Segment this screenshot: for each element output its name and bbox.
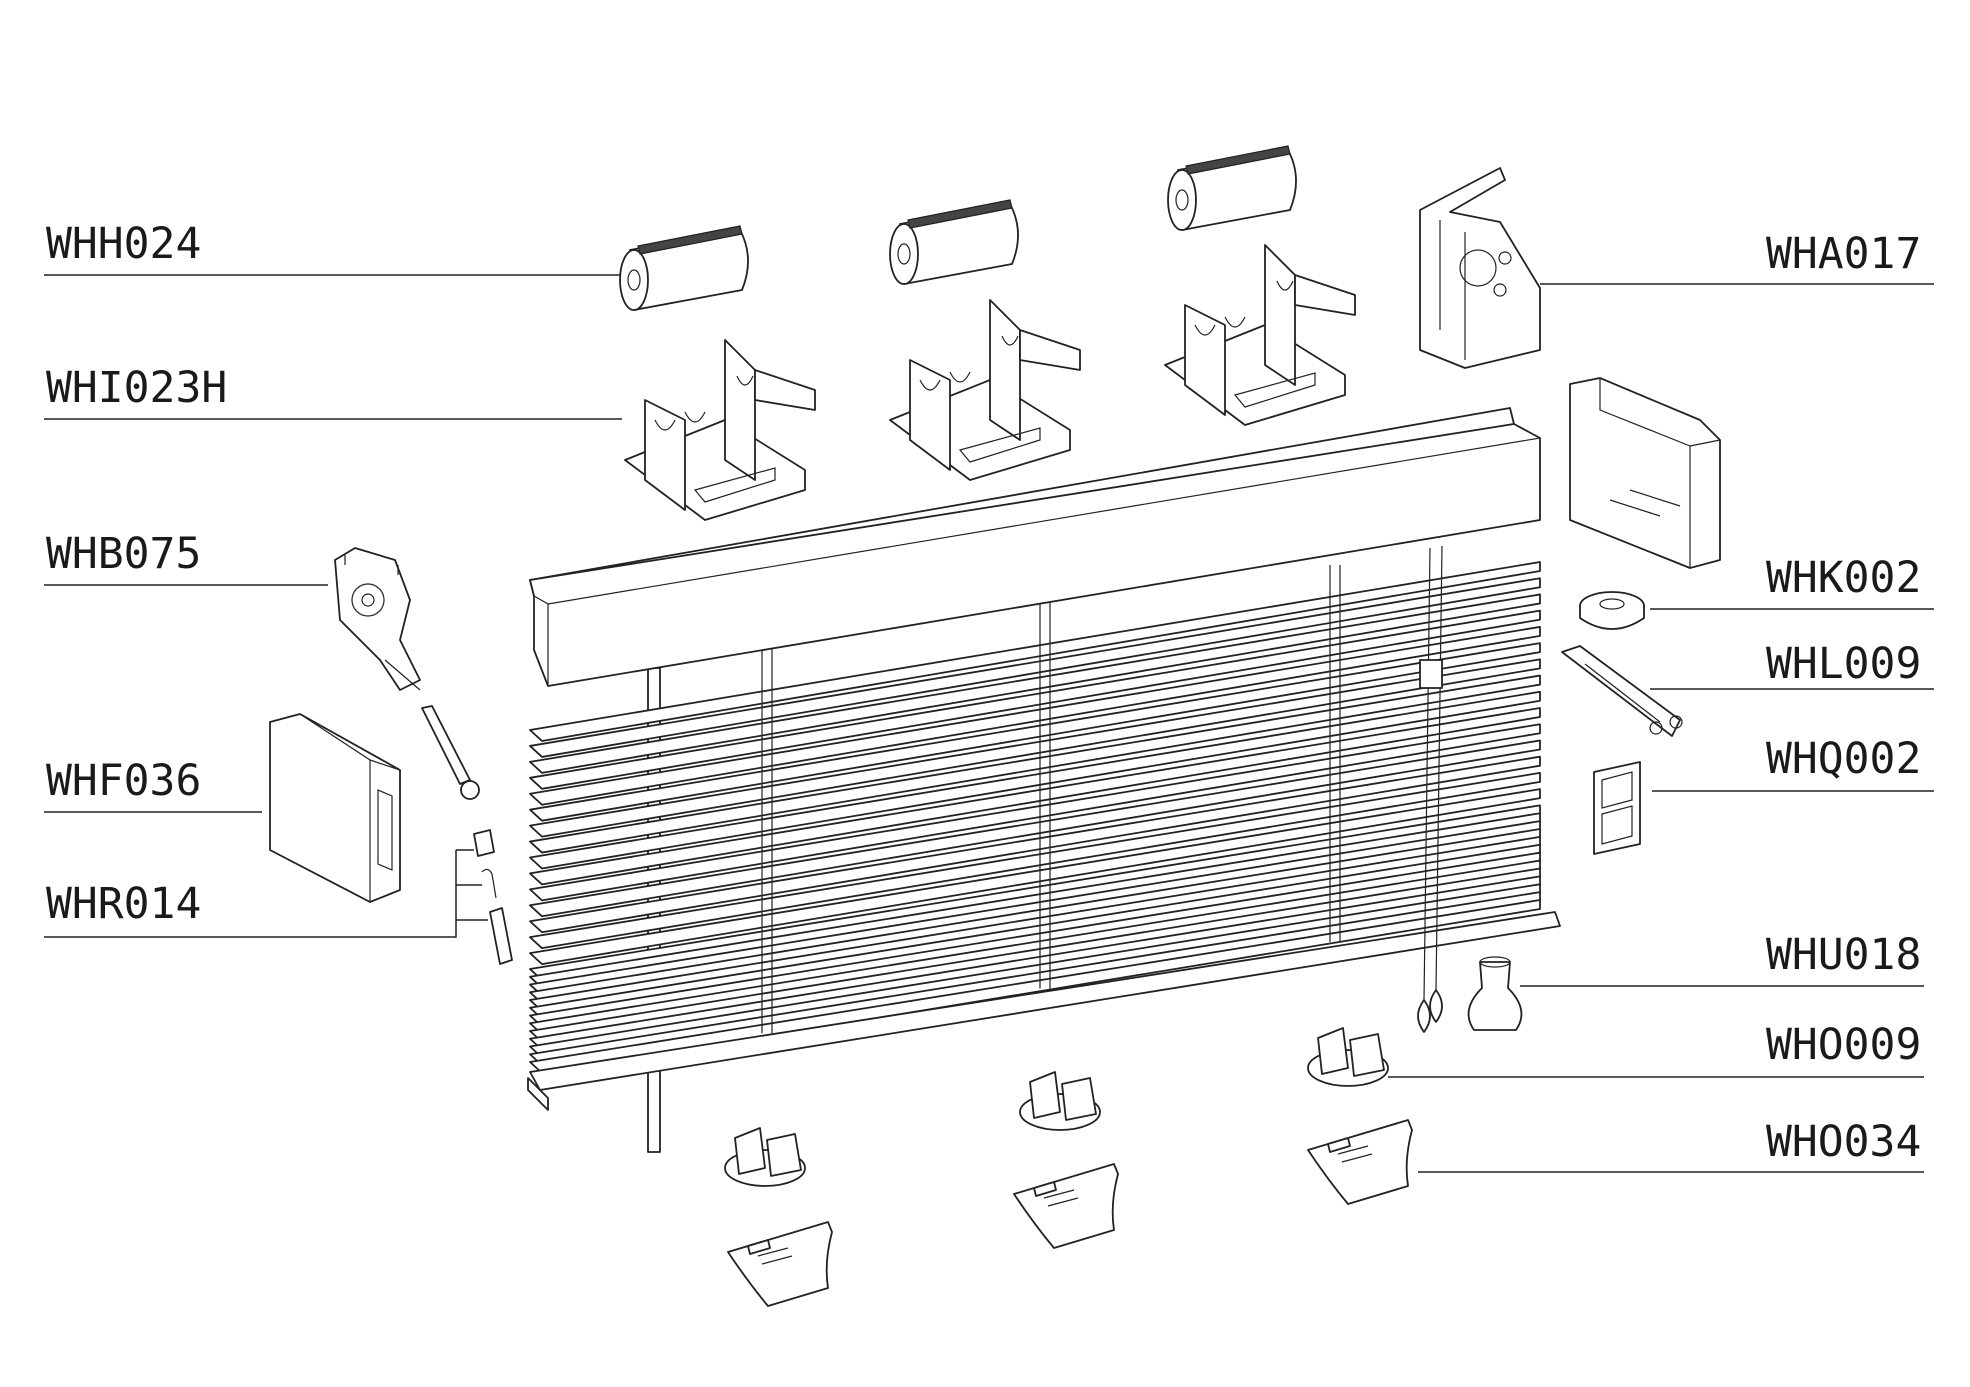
- lift-cord-left: [1423, 547, 1431, 1001]
- label-who009: WHO009: [1766, 1020, 1921, 1070]
- part-wha-endbox: [1569, 377, 1721, 569]
- slat: [529, 772, 1541, 950]
- label-whl009: WHL009: [1766, 639, 1921, 689]
- label-group-left: WHH024 WHI023H WHB075 WHF036 WHR014: [44, 219, 628, 938]
- tilter-wand-connector: [421, 705, 471, 785]
- part-whu018-tassel: [1467, 956, 1523, 1031]
- part-whq002-frame: [1593, 761, 1641, 855]
- slat: [529, 707, 1541, 886]
- label-whk002: WHK002: [1766, 553, 1921, 603]
- part-whr014-wand-hook: [473, 829, 513, 965]
- holddown-2: [1019, 1071, 1101, 1131]
- slat: [529, 674, 1541, 854]
- slat: [529, 755, 1541, 934]
- part-whl009-clip: [1561, 645, 1683, 737]
- slat: [529, 690, 1541, 870]
- label-who034: WHO034: [1766, 1117, 1921, 1167]
- slat: [529, 593, 1541, 774]
- cradle-1: [624, 339, 816, 521]
- slat: [529, 739, 1541, 918]
- drum-1: [619, 225, 749, 311]
- label-wha017: WHA017: [1766, 229, 1921, 279]
- slat: [529, 658, 1541, 838]
- part-whk002-spool: [1579, 591, 1645, 630]
- slat-stack: [529, 561, 1541, 1074]
- label-whq002: WHQ002: [1766, 734, 1921, 784]
- label-group-right: WHA017 WHK002 WHL009 WHQ002 WHU018 WHO00…: [1388, 229, 1934, 1173]
- headrail-valance: [529, 423, 1541, 687]
- lift-cord-right: [1435, 545, 1443, 991]
- cord-tassel-right: [1429, 989, 1443, 1023]
- label-whi023h: WHI023H: [46, 363, 227, 413]
- part-whi023h-cradles: [624, 244, 1356, 521]
- part-whh024-drums: [619, 145, 1297, 311]
- drum-2: [889, 199, 1019, 285]
- part-who034-clips: [727, 1119, 1413, 1307]
- slat: [529, 899, 1541, 1074]
- label-whr014: WHR014: [46, 879, 201, 929]
- slat: [529, 723, 1541, 902]
- slat: [529, 625, 1541, 806]
- clip-2: [1013, 1163, 1119, 1249]
- bottom-rail: [529, 911, 1561, 1091]
- part-whb075-tilter: [334, 547, 480, 800]
- cradle-3: [1164, 244, 1356, 426]
- label-whf036: WHF036: [46, 756, 201, 806]
- drum-3: [1167, 145, 1297, 231]
- label-whh024: WHH024: [46, 219, 201, 269]
- venetian-blind: [527, 407, 1561, 1153]
- cord-lock: [1419, 659, 1443, 689]
- holddown-3: [1307, 1027, 1389, 1087]
- part-wha017-cordlock: [1419, 167, 1541, 369]
- label-whu018: WHU018: [1766, 930, 1921, 980]
- part-whf036-endcap: [269, 713, 401, 903]
- clip-3: [1307, 1119, 1413, 1205]
- slat: [529, 609, 1541, 790]
- leader-whr014: [44, 850, 457, 938]
- slat: [529, 577, 1541, 758]
- slat: [529, 788, 1541, 966]
- holddown-1: [724, 1127, 806, 1187]
- clip-1: [727, 1221, 833, 1307]
- cradle-2: [889, 299, 1081, 481]
- label-whb075: WHB075: [46, 529, 201, 579]
- part-who009-holddowns: [724, 1027, 1389, 1187]
- slat: [529, 561, 1541, 742]
- ladder-cords: [761, 564, 1341, 1034]
- cord-tassel-left: [1417, 999, 1431, 1033]
- slat: [529, 642, 1541, 822]
